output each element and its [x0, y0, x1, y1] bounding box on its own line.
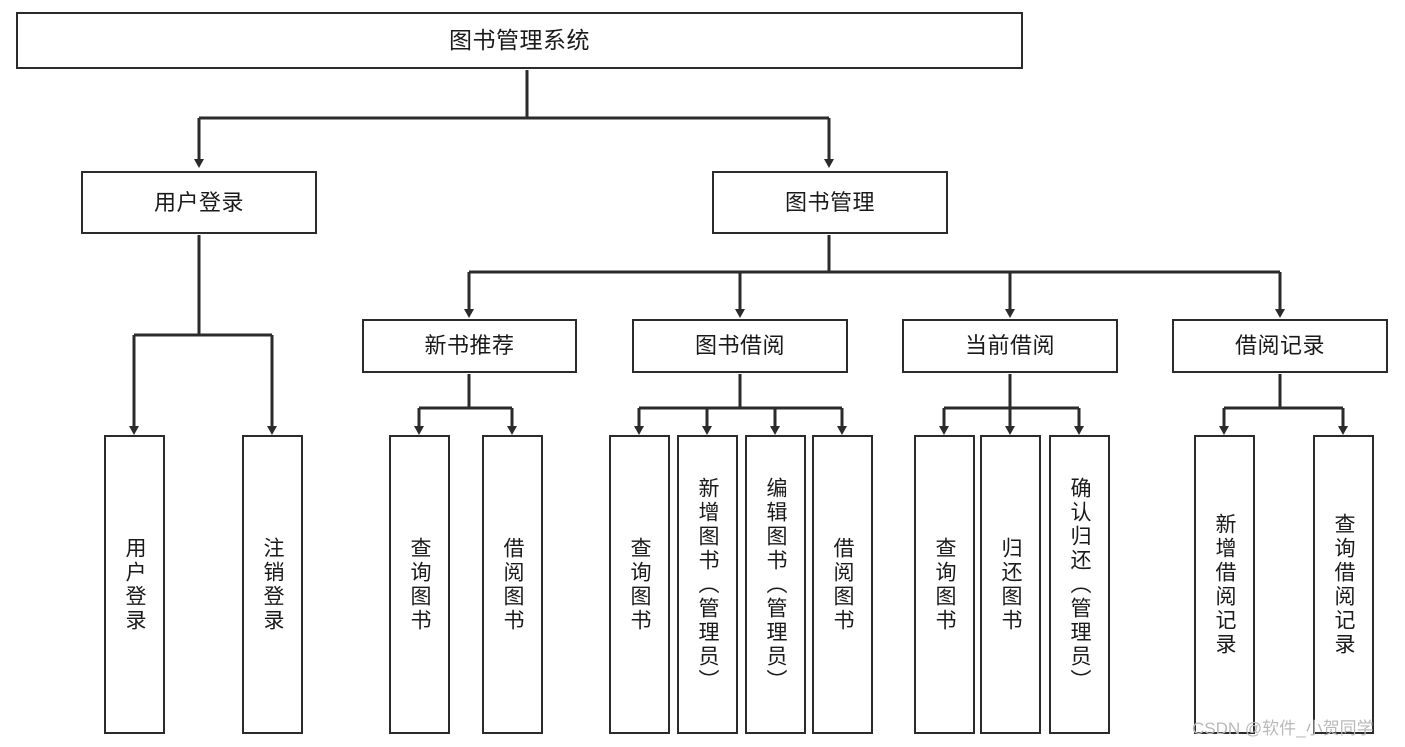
node-leaf-query-borrow-record[interactable]: 查询借阅记录 — [1313, 435, 1374, 734]
node-leaf-user-login[interactable]: 用户登录 — [104, 435, 165, 734]
node-leaf-add-borrow-record[interactable]: 新增借阅记录 — [1194, 435, 1255, 734]
node-borrow-record-label: 借阅记录 — [1234, 333, 1325, 359]
node-leaf-return-book[interactable]: 归还图书 — [980, 435, 1041, 734]
node-borrow-record[interactable]: 借阅记录 — [1172, 319, 1388, 373]
node-user-login[interactable]: 用户登录 — [81, 171, 317, 234]
node-leaf-return-book-label: 归还图书 — [999, 536, 1022, 633]
node-leaf-add-borrow-record-label: 新增借阅记录 — [1213, 512, 1236, 657]
node-leaf-edit-book-admin-label: 编辑图书（管理员） — [764, 476, 787, 693]
node-root[interactable]: 图书管理系统 — [16, 12, 1023, 69]
node-new-book-recommend[interactable]: 新书推荐 — [362, 319, 577, 373]
node-leaf-confirm-return-admin-label: 确认归还（管理员） — [1068, 476, 1091, 693]
node-leaf-query-book-2[interactable]: 查询图书 — [609, 435, 670, 734]
node-user-login-label: 用户登录 — [153, 189, 244, 215]
node-current-borrow-label: 当前借阅 — [964, 333, 1055, 359]
node-root-label: 图书管理系统 — [449, 26, 590, 53]
node-leaf-borrow-book-2[interactable]: 借阅图书 — [812, 435, 873, 734]
watermark-text: CSDN @软件_小贺同学 — [1192, 719, 1374, 738]
node-leaf-logout-login[interactable]: 注销登录 — [242, 435, 303, 734]
node-book-borrow[interactable]: 图书借阅 — [632, 319, 848, 373]
node-leaf-confirm-return-admin[interactable]: 确认归还（管理员） — [1049, 435, 1110, 734]
node-leaf-query-book-3[interactable]: 查询图书 — [914, 435, 975, 734]
node-leaf-borrow-book-1-label: 借阅图书 — [501, 536, 524, 633]
node-leaf-edit-book-admin[interactable]: 编辑图书（管理员） — [745, 435, 806, 734]
node-leaf-logout-login-label: 注销登录 — [261, 536, 284, 633]
node-current-borrow[interactable]: 当前借阅 — [902, 319, 1118, 373]
node-leaf-query-borrow-record-label: 查询借阅记录 — [1332, 512, 1355, 657]
node-leaf-query-book-3-label: 查询图书 — [933, 536, 956, 633]
node-new-book-recommend-label: 新书推荐 — [424, 333, 515, 359]
node-book-management-label: 图书管理 — [784, 189, 875, 215]
node-leaf-add-book-admin-label: 新增图书（管理员） — [696, 476, 719, 693]
node-leaf-borrow-book-2-label: 借阅图书 — [831, 536, 854, 633]
node-leaf-borrow-book-1[interactable]: 借阅图书 — [482, 435, 543, 734]
node-leaf-add-book-admin[interactable]: 新增图书（管理员） — [677, 435, 738, 734]
node-leaf-query-book-2-label: 查询图书 — [628, 536, 651, 633]
node-leaf-query-book-1-label: 查询图书 — [408, 536, 431, 633]
node-leaf-query-book-1[interactable]: 查询图书 — [389, 435, 450, 734]
node-book-borrow-label: 图书借阅 — [694, 333, 785, 359]
node-book-management[interactable]: 图书管理 — [712, 171, 948, 234]
node-leaf-user-login-label: 用户登录 — [123, 536, 146, 633]
